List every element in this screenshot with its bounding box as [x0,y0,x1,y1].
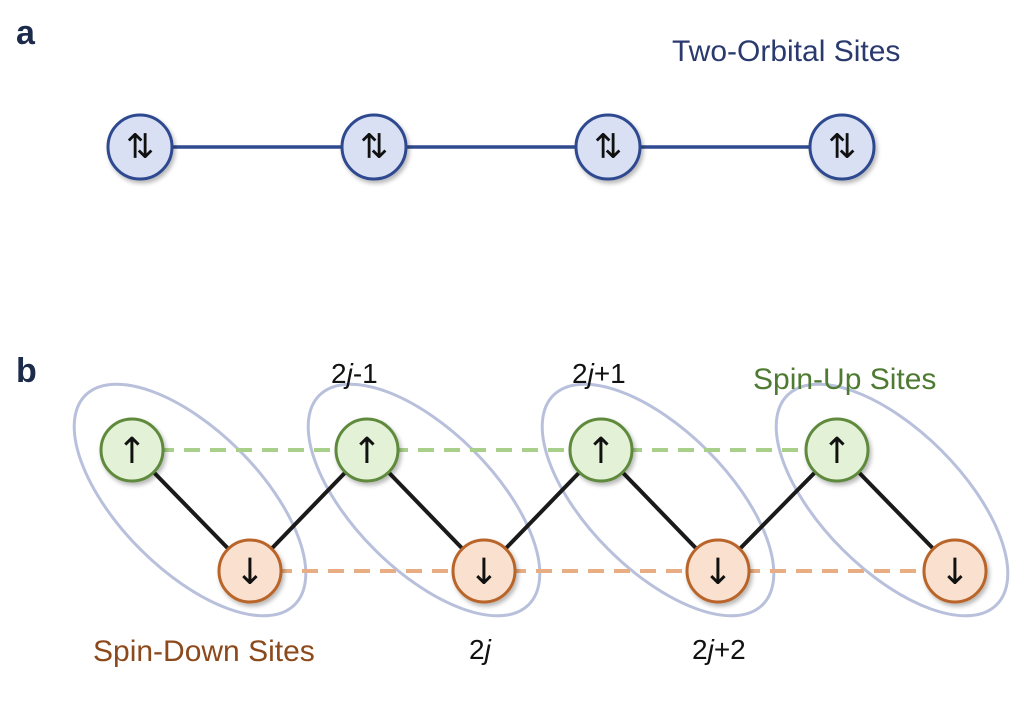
spin-down-site: ↓ [922,538,988,604]
spin-up-site-circle [804,417,870,483]
down-arrow-icon: ↓ [235,552,265,593]
up-arrow-icon: ↑ [352,431,382,472]
spin-up-site: ↑ [99,417,165,483]
orbital-site-circle [574,113,642,181]
spin-down-site-circle [217,538,283,604]
site-pair-ellipse [72,382,308,618]
spin-up-sites-label: Spin-Up Sites [753,363,936,396]
spin-up-site-circle [334,417,400,483]
orbital-site: ⇅ [106,113,174,181]
site-index-label: 2j+2 [692,634,746,665]
spin-down-site: ↓ [217,538,283,604]
up-down-arrows-icon: ⇅ [594,127,623,167]
panel-b: b ↑ ↑ ↑ ↑ [16,352,1010,668]
up-arrow-icon: ↑ [117,431,147,472]
two-orbital-sites-title: Two-Orbital Sites [672,35,900,68]
up-down-arrows-icon: ⇅ [360,127,389,167]
orbital-site-circle [808,113,876,181]
spin-down-site-circle [685,538,751,604]
down-arrow-icon: ↓ [703,552,733,593]
up-arrow-icon: ↑ [822,431,852,472]
orbital-site: ⇅ [574,113,642,181]
down-arrow-icon: ↓ [469,552,499,593]
orbital-site: ⇅ [340,113,408,181]
up-arrow-icon: ↑ [586,431,616,472]
spin-down-site: ↓ [685,538,751,604]
spin-down-site-circle [451,538,517,604]
spin-down-sites-label: Spin-Down Sites [93,635,315,668]
site-pair-ellipse [774,382,1010,618]
spin-down-site-circle [922,538,988,604]
spin-up-site-circle [99,417,165,483]
up-down-arrows-icon: ⇅ [126,127,155,167]
spin-down-site: ↓ [451,538,517,604]
panel-a: a Two-Orbital Sites ⇅ ⇅ ⇅ ⇅ [16,14,900,181]
site-index-label: 2j+1 [572,358,626,389]
down-arrow-icon: ↓ [940,552,970,593]
spin-up-site: ↑ [568,417,634,483]
up-down-arrows-icon: ⇅ [828,127,857,167]
orbital-site-circle [340,113,408,181]
spin-up-site-circle [568,417,634,483]
panel-b-letter: b [16,352,37,390]
spin-up-site: ↑ [804,417,870,483]
site-index-label: 2j [469,634,492,665]
orbital-site: ⇅ [808,113,876,181]
panel-a-letter: a [16,14,36,52]
site-index-label: 2j-1 [331,358,378,389]
spin-up-site: ↑ [334,417,400,483]
orbital-site-circle [106,113,174,181]
